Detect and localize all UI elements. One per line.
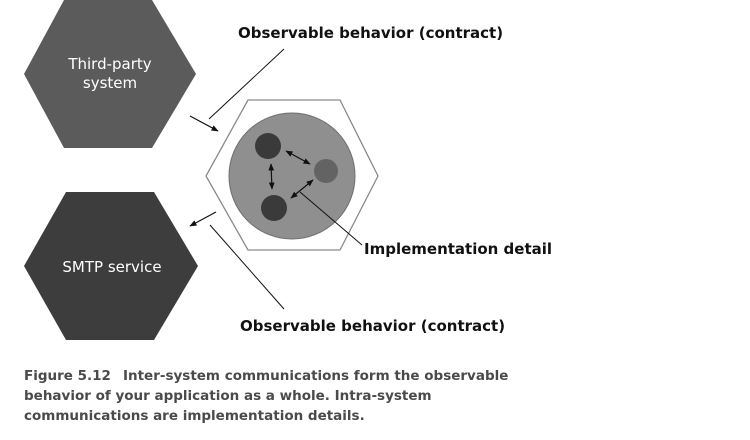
internal-node-c: [261, 195, 287, 221]
third-party-hexagon: [24, 0, 196, 148]
third-party-label-line1: Third-party: [67, 55, 151, 73]
intra-arrow-a-c: [268, 163, 275, 190]
smtp-hexagon: [24, 192, 198, 340]
third-party-label-line2: system: [83, 74, 137, 92]
internal-node-a: [255, 133, 281, 159]
internal-node-b: [314, 159, 338, 183]
callout-observable-behavior-bottom: Observable behavior (contract): [240, 317, 505, 335]
callout-impl-leader: [299, 191, 363, 246]
intra-arrow-a-b: [285, 150, 311, 165]
arrow-third-party-to-app: [189, 115, 219, 132]
figure-number: Figure 5.12: [24, 368, 111, 384]
callout-top-leader: [208, 48, 285, 120]
callout-observable-behavior-top: Observable behavior (contract): [238, 24, 503, 42]
callout-bottom-leader: [209, 224, 285, 310]
third-party-system-node: Third-party system: [24, 0, 196, 148]
caption-text: Inter-system communications form the obs…: [24, 368, 509, 424]
callout-implementation-detail: Implementation detail: [364, 240, 552, 258]
architecture-diagram: Third-party system SMTP service Observab…: [24, 0, 552, 340]
smtp-service-node: SMTP service: [24, 192, 198, 340]
smtp-label: SMTP service: [62, 258, 161, 276]
intra-arrow-b-c: [290, 179, 314, 199]
arrow-app-to-smtp: [189, 211, 217, 227]
